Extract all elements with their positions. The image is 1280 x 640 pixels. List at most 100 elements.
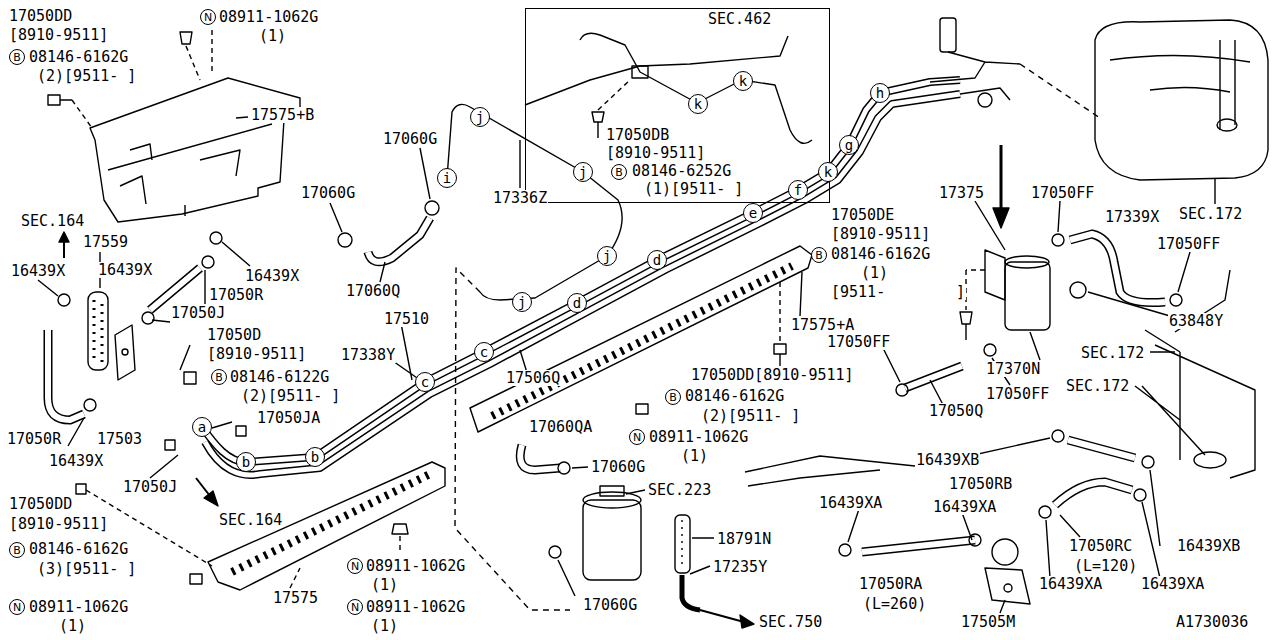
mark-letter: c xyxy=(480,345,488,359)
mark-letter: N xyxy=(351,561,359,572)
clamp xyxy=(549,546,561,558)
hose-detail xyxy=(681,520,682,568)
canister-top xyxy=(583,492,641,508)
leader-line xyxy=(779,282,780,342)
hose xyxy=(520,445,560,470)
mark-letter: b xyxy=(242,455,250,469)
circled-mark: g xyxy=(839,135,859,155)
part-label: 17050JA xyxy=(256,410,321,426)
clamp xyxy=(425,201,439,215)
part-label: 17050Q xyxy=(928,403,984,419)
part-label: (1) xyxy=(370,618,399,634)
part-label: 17575+A xyxy=(790,317,855,333)
section-ref: SEC.172 xyxy=(1178,206,1243,222)
protector-rib xyxy=(492,266,792,416)
mark-letter: e xyxy=(749,206,757,220)
part-label: 17060QA xyxy=(528,419,593,435)
section-ref: SEC.462 xyxy=(707,11,772,27)
clamp xyxy=(58,294,70,306)
protector xyxy=(470,246,812,432)
clamp xyxy=(142,312,154,324)
circled-mark: e xyxy=(743,203,763,223)
leader-line xyxy=(690,538,714,574)
part-label: 08911-1062G xyxy=(365,599,466,615)
part-label: (1) xyxy=(58,618,87,634)
mark-letter: d xyxy=(573,296,581,310)
part-label: 16439X xyxy=(10,263,66,279)
part-label: 17060G xyxy=(382,131,438,147)
heat-shield xyxy=(90,78,300,222)
inset-pipe xyxy=(525,36,788,105)
part-label: 08146-6162G xyxy=(830,246,931,262)
part-number: 17050DB xyxy=(605,127,670,143)
mark-letter: B xyxy=(669,392,677,403)
clamp xyxy=(1170,294,1182,306)
mark-letter: N xyxy=(204,12,212,23)
circled-mark: h xyxy=(870,83,890,103)
circled-mark: c xyxy=(415,372,435,392)
section-arrow xyxy=(1000,145,1003,212)
circled-mark: c xyxy=(474,342,494,362)
part-label: 17050FF xyxy=(826,334,891,350)
part-label: 17050DD xyxy=(8,496,73,512)
part-label: 17050DE xyxy=(830,207,895,223)
part-label: 17050FF xyxy=(1156,236,1221,252)
part-label: 17050R xyxy=(208,287,264,303)
part-label: 08911-1062G xyxy=(218,9,319,25)
heat-shield-detail xyxy=(108,124,272,216)
part-label: 17060Q xyxy=(345,283,401,299)
leader-line xyxy=(330,148,430,282)
mark-letter: d xyxy=(653,253,661,267)
part-label: 17575+B xyxy=(250,107,315,123)
fuel-tank-detail xyxy=(1217,119,1237,131)
part-label: 17575 xyxy=(272,590,319,606)
fuel-pipe xyxy=(202,80,960,462)
circled-mark: f xyxy=(788,180,808,200)
part-label: 17050FF xyxy=(1030,185,1095,201)
section-ref: SEC.164 xyxy=(20,213,85,229)
perforated-tube xyxy=(88,292,108,370)
part-label: 17510 xyxy=(383,311,430,327)
part-label: (2)[9511- ] xyxy=(36,68,137,84)
part-label: 17336Z xyxy=(492,190,548,206)
bolt xyxy=(592,112,604,138)
hose xyxy=(675,515,690,573)
clamp xyxy=(1134,489,1146,501)
part-number: 08146-6252G xyxy=(631,163,732,179)
part-label: 16439XA xyxy=(818,495,883,511)
clamp xyxy=(1070,282,1086,298)
part-label: 17375 xyxy=(938,185,985,201)
part-label: 17050R xyxy=(6,431,62,447)
circled-mark: j xyxy=(470,107,490,127)
mark-letter: a xyxy=(198,420,206,434)
part-label: 08911-1062G xyxy=(28,599,129,615)
mark-letter: g xyxy=(845,138,853,152)
hose xyxy=(682,575,700,610)
leader-line xyxy=(558,467,645,596)
circled-mark: B xyxy=(665,389,681,405)
vent-line xyxy=(745,456,915,486)
mark-letter: f xyxy=(794,183,802,197)
inset-box: SEC.46217050DB[8910-9511]08146-6252G(1)[… xyxy=(525,8,830,203)
part-label: [8910-9511] xyxy=(8,516,109,532)
part-label: (1) xyxy=(860,265,889,281)
part-label: (2)[9511- ] xyxy=(700,408,801,424)
circled-mark: k xyxy=(733,71,753,91)
leader-line xyxy=(1020,64,1100,118)
circled-mark: b xyxy=(305,447,325,467)
section-ref: SEC.750 xyxy=(758,614,823,630)
part-label: 16439XB xyxy=(1176,538,1241,554)
clamp xyxy=(1039,506,1051,518)
section-ref: SEC.223 xyxy=(647,482,712,498)
circled-mark: i xyxy=(437,168,457,188)
section-ref: SEC.172 xyxy=(1080,345,1145,361)
mark-letter: N xyxy=(13,602,21,613)
mark-letter: k xyxy=(824,165,832,179)
mark-letter: N xyxy=(633,432,641,443)
leader-line xyxy=(966,270,985,310)
clamp xyxy=(558,462,570,474)
circled-mark: k xyxy=(688,94,708,114)
part-label: 17050DD[8910-9511] xyxy=(690,367,855,383)
bracket-hole xyxy=(122,349,128,355)
mark-letter: j xyxy=(603,249,611,263)
